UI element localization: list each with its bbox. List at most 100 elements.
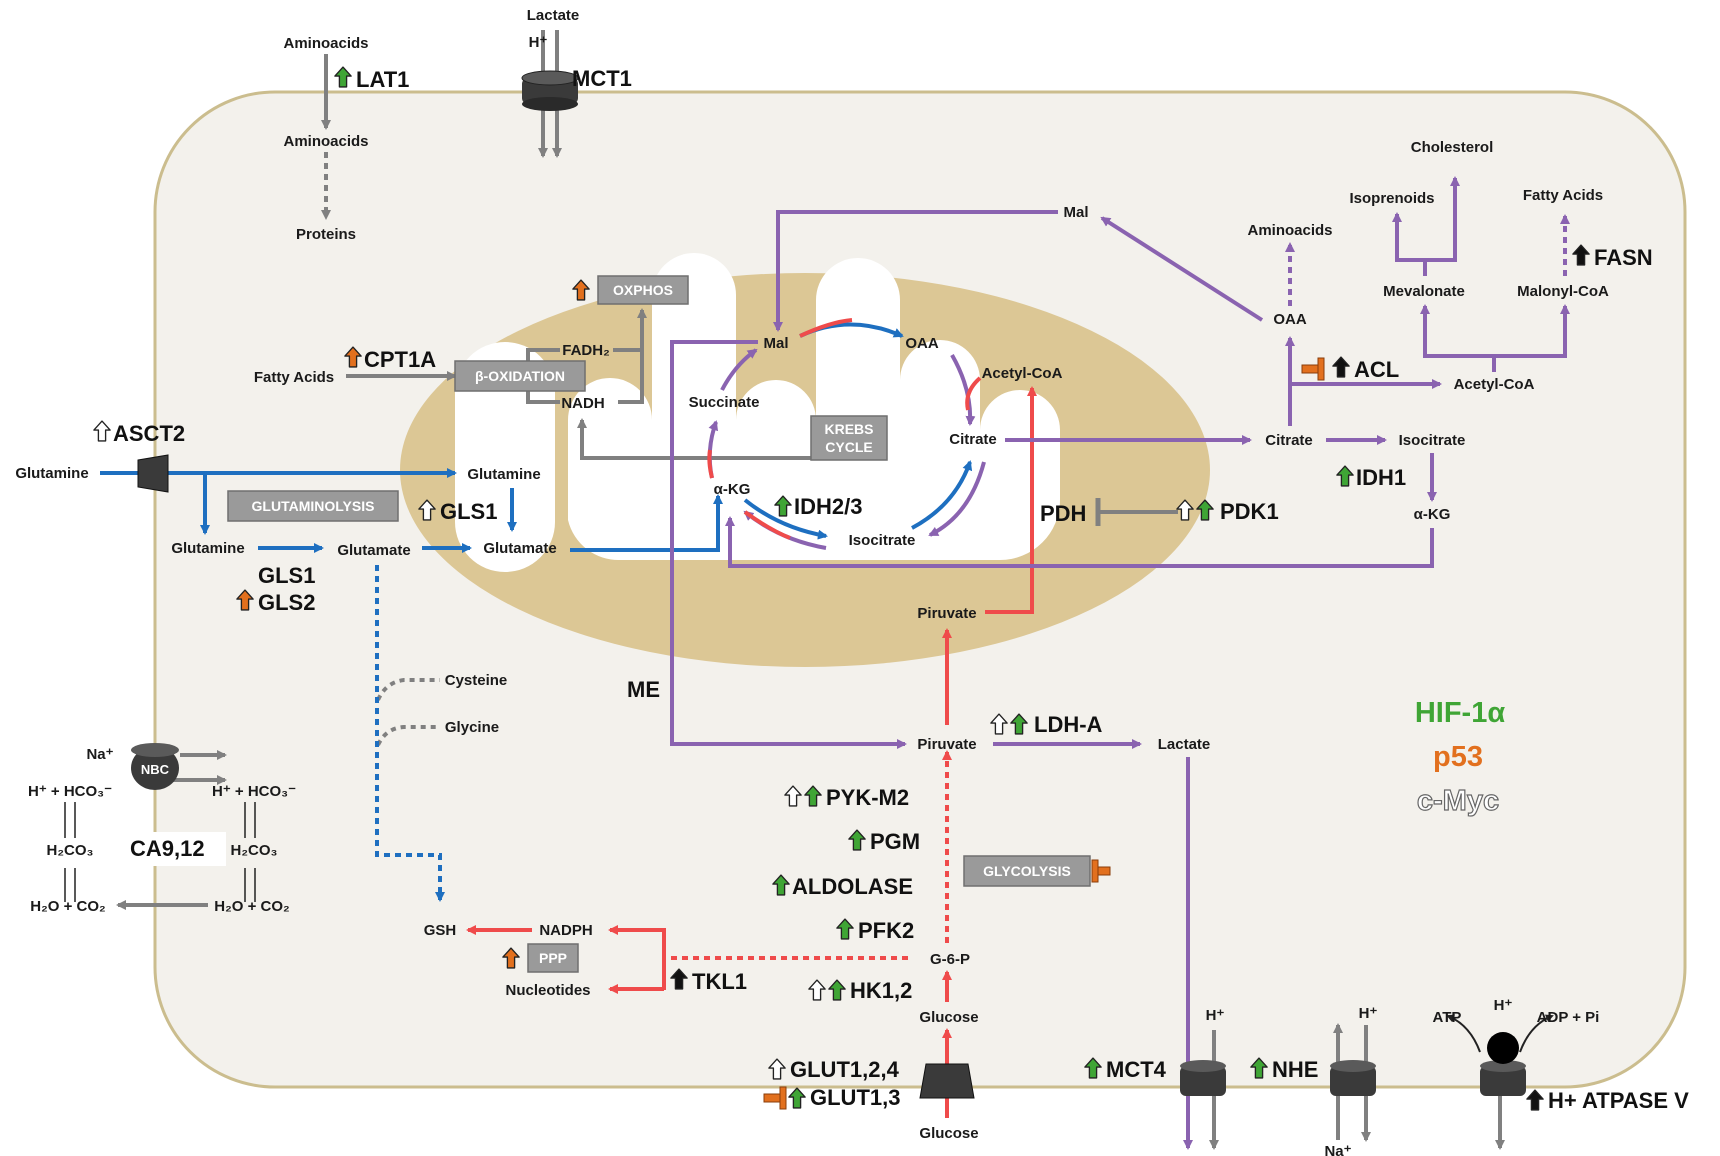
hk12-label: HK1,2 <box>850 978 912 1003</box>
piruvate-mito: Piruvate <box>917 605 976 622</box>
ppp-label: PPP <box>539 950 567 966</box>
beta-oxidation-label: β-OXIDATION <box>475 368 565 384</box>
oxphos-label: OXPHOS <box>613 282 673 298</box>
glutaminolysis-label: GLUTAMINOLYSIS <box>252 498 375 514</box>
glutamine-cytosol: Glutamine <box>171 540 244 557</box>
nadh: NADH <box>561 395 604 412</box>
black-up-arrow-icon <box>1527 1090 1543 1110</box>
mct1-label: MCT1 <box>572 66 632 91</box>
na-nhe: Na⁺ <box>1324 1143 1351 1156</box>
gsh: GSH <box>424 922 457 939</box>
lat1-label: LAT1 <box>356 67 409 92</box>
proteins: Proteins <box>296 226 356 243</box>
hif-up-arrow-icon <box>335 67 351 87</box>
gls1-label: GLS1 <box>258 563 315 588</box>
h-hco3-right: H⁺ + HCO₃⁻ <box>212 783 296 800</box>
h-nhe: H⁺ <box>1359 1005 1378 1022</box>
h-plus-mct1: H⁺ <box>529 34 548 51</box>
legend-p53: p53 <box>1433 741 1483 773</box>
gls1-mito-label: GLS1 <box>440 499 497 524</box>
acl-label: ACL <box>1354 357 1399 382</box>
h2o-co2-left: H₂O + CO₂ <box>30 898 105 915</box>
akg-cytosol: α-KG <box>1414 506 1451 523</box>
mct4-label: MCT4 <box>1106 1057 1167 1082</box>
mevalonate: Mevalonate <box>1383 283 1465 300</box>
aminoacids-right: Aminoacids <box>1247 222 1332 239</box>
na-nbc: Na⁺ <box>86 746 113 763</box>
glutamine-extracellular: Glutamine <box>15 465 88 482</box>
adp-pi: ADP + Pi <box>1537 1009 1600 1026</box>
oaa-cytosol: OAA <box>1273 311 1307 328</box>
pdk1-label: PDK1 <box>1220 499 1279 524</box>
malonyl-coa: Malonyl-CoA <box>1517 283 1609 300</box>
hif-up-arrow-icon <box>789 1088 805 1108</box>
glycolysis-label: GLYCOLYSIS <box>983 863 1071 879</box>
citrate-mito: Citrate <box>949 431 997 448</box>
cmyc-up-arrow-icon <box>94 421 110 441</box>
isocitrate-mito: Isocitrate <box>849 532 916 549</box>
atp: ATP <box>1433 1009 1462 1026</box>
h2o-co2-right: H₂O + CO₂ <box>214 898 289 915</box>
cysteine: Cysteine <box>445 672 508 689</box>
fasn-label: FASN <box>1594 245 1653 270</box>
pyk-m2-label: PYK-M2 <box>826 785 909 810</box>
pdh-label: PDH <box>1040 501 1086 526</box>
glucose-extracellular: Glucose <box>919 1125 978 1142</box>
pgm-label: PGM <box>870 829 920 854</box>
fatty-acids-right: Fatty Acids <box>1523 187 1603 204</box>
acetyl-coa-mito: Acetyl-CoA <box>982 365 1063 382</box>
glut13-label: GLUT1,3 <box>810 1085 900 1110</box>
glutamine-mito: Glutamine <box>467 466 540 483</box>
h-atpase-v-label: H+ ATPASE V <box>1548 1088 1689 1113</box>
asct2-transporter-icon <box>138 455 168 492</box>
cycle-label: CYCLE <box>825 439 872 455</box>
legend-hif: HIF-1α <box>1415 697 1506 729</box>
piruvate-cytosol: Piruvate <box>917 736 976 753</box>
glut124-label: GLUT1,2,4 <box>790 1057 900 1082</box>
nhe-label: NHE <box>1272 1057 1318 1082</box>
mct1-transporter-icon <box>522 71 578 111</box>
gls2-label: GLS2 <box>258 590 315 615</box>
krebs-label: KREBS <box>824 421 873 437</box>
ldh-a-label: LDH-A <box>1034 712 1103 737</box>
aldolase-label: ALDOLASE <box>792 874 913 899</box>
nbc-label: NBC <box>141 762 170 777</box>
fatty-acids-left: Fatty Acids <box>254 369 334 386</box>
idh1-label: IDH1 <box>1356 465 1406 490</box>
ca912-label: CA9,12 <box>130 836 205 861</box>
lactate-extracellular: Lactate <box>527 7 580 24</box>
h-hco3-left: H⁺ + HCO₃⁻ <box>28 783 112 800</box>
akg-mito: α-KG <box>714 481 751 498</box>
citrate-cytosol: Citrate <box>1265 432 1313 449</box>
oaa-mito: OAA <box>905 335 939 352</box>
glycine: Glycine <box>445 719 499 736</box>
pfk2-label: PFK2 <box>858 918 914 943</box>
cpt1a-label: CPT1A <box>364 347 436 372</box>
fadh2: FADH₂ <box>562 342 610 359</box>
isoprenoids: Isoprenoids <box>1349 190 1434 207</box>
asct2-label: ASCT2 <box>113 421 185 446</box>
glutamate-mito: Glutamate <box>483 540 556 557</box>
nadph: NADPH <box>539 922 592 939</box>
mal-mito: Mal <box>763 335 788 352</box>
h2co3-right: H₂CO₃ <box>231 842 278 859</box>
glut-transporter-icon <box>920 1064 974 1098</box>
nucleotides: Nucleotides <box>505 982 590 999</box>
glutamate-cytosol: Glutamate <box>337 542 410 559</box>
mct4-transporter-icon <box>1180 1060 1226 1096</box>
me-label: ME <box>627 677 660 702</box>
mal-cytosol: Mal <box>1063 204 1088 221</box>
succinate: Succinate <box>689 394 760 411</box>
h2co3-left: H₂CO₃ <box>47 842 94 859</box>
isocitrate-cytosol: Isocitrate <box>1399 432 1466 449</box>
inhibitor-glut13-icon <box>764 1087 786 1109</box>
nhe-transporter-icon <box>1330 1060 1376 1096</box>
h-atpase: H⁺ <box>1494 997 1513 1014</box>
g6p: G-6-P <box>930 951 970 968</box>
glucose-intracellular: Glucose <box>919 1009 978 1026</box>
aminoacids-extracellular: Aminoacids <box>283 35 368 52</box>
lactate-cytosol: Lactate <box>1158 736 1211 753</box>
cholesterol: Cholesterol <box>1411 139 1494 156</box>
